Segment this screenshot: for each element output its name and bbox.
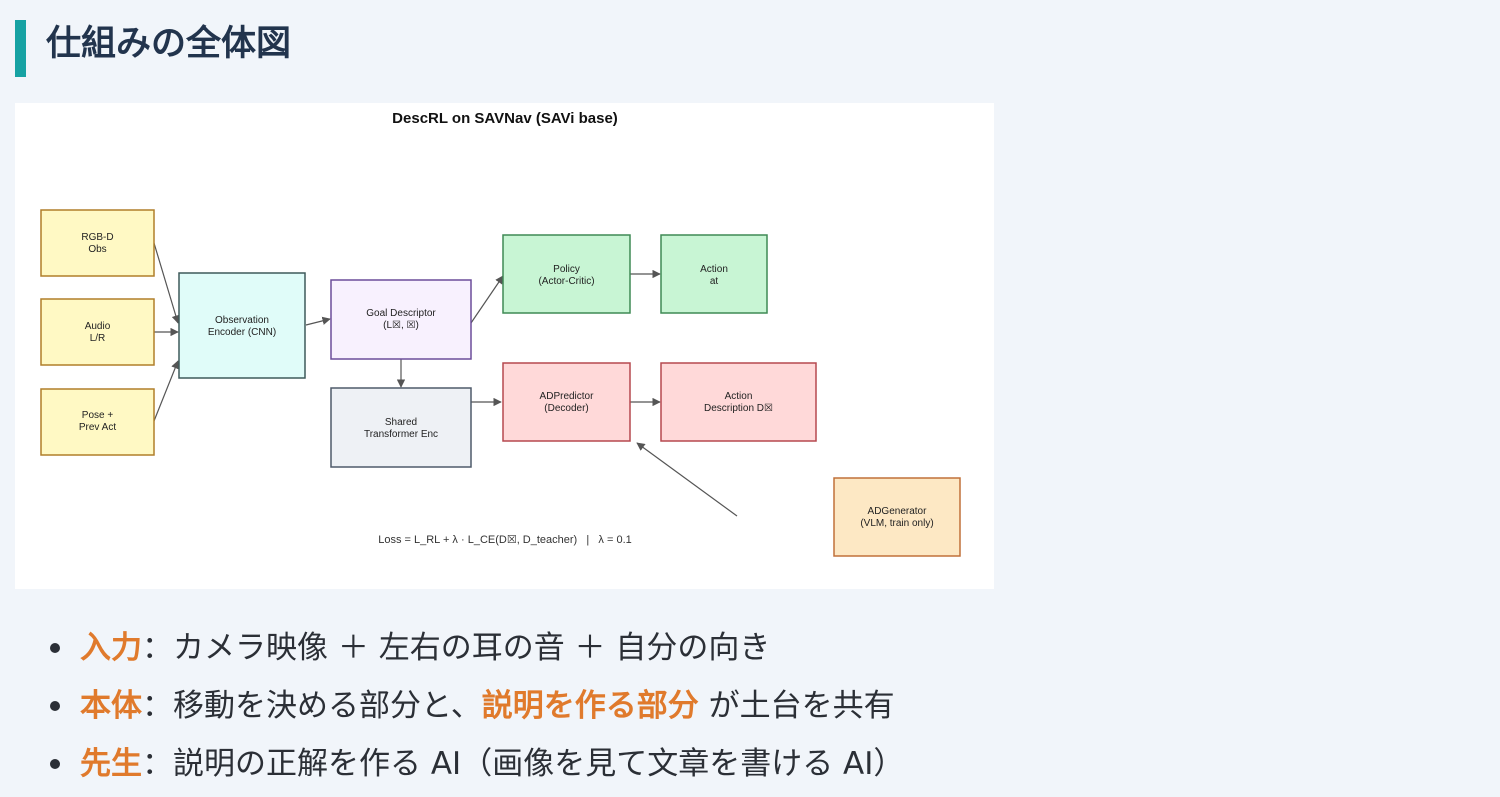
- node-shared: Shared Transformer Enc: [330, 387, 472, 468]
- node-adpredictor-sublabel: (Decoder): [544, 403, 588, 414]
- node-actiondesc-label: Action: [725, 391, 753, 402]
- bullet-item-input: 入力：カメラ映像 ＋ 左右の耳の音 ＋ 自分の向き: [50, 623, 904, 681]
- bullet-text: 説明の正解を作る AI（画像を見て文章を書ける AI）: [173, 746, 905, 782]
- node-action-sublabel: at: [710, 276, 719, 287]
- bullet-text: カメラ映像 ＋ 左右の耳の音 ＋ 自分の向き: [173, 630, 771, 666]
- architecture-diagram: DescRL on SAVNav (SAVi base) RGB-D Obs A…: [15, 103, 994, 589]
- diagram-canvas: DescRL on SAVNav (SAVi base) RGB-D Obs A…: [40, 110, 961, 557]
- node-encoder-label: Observation: [215, 315, 269, 326]
- node-audio-label: Audio: [85, 321, 111, 332]
- edge-goal-policy: [470, 275, 504, 324]
- node-goal-label: Goal Descriptor: [366, 308, 436, 319]
- node-adpredictor: ADPredictor (Decoder): [502, 362, 631, 442]
- bullet-term: 本体: [80, 688, 142, 724]
- node-action: Action at: [660, 234, 768, 314]
- bullet-separator: ：: [142, 688, 173, 724]
- node-actiondesc-sublabel: Description D☒: [704, 403, 773, 414]
- node-action-label: Action: [700, 264, 728, 275]
- node-policy-label: Policy: [553, 264, 580, 275]
- bullet-text: 移動を決める部分と、: [173, 688, 482, 724]
- node-adpredictor-label: ADPredictor: [540, 391, 595, 402]
- node-goal-sublabel: (L☒, ☒): [383, 320, 419, 331]
- edge-encoder-goal: [305, 316, 331, 326]
- node-adgenerator: ADGenerator (VLM, train only): [833, 477, 961, 557]
- node-goal: Goal Descriptor (L☒, ☒): [330, 279, 472, 360]
- diagram-title: DescRL on SAVNav (SAVi base): [392, 110, 618, 127]
- node-rgbd-sublabel: Obs: [88, 244, 106, 255]
- bullet-item-teacher: 先生：説明の正解を作る AI（画像を見て文章を書ける AI）: [50, 739, 904, 797]
- bullet-separator: ：: [142, 746, 173, 782]
- diagram-edges: [153, 242, 738, 517]
- node-encoder-sublabel: Encoder (CNN): [208, 327, 276, 338]
- node-actiondesc: Action Description D☒: [660, 362, 817, 442]
- bullet-dot: [50, 701, 60, 711]
- bullet-separator: ：: [142, 630, 173, 666]
- bullet-dot: [50, 643, 60, 653]
- bullet-term: 先生: [80, 746, 142, 782]
- node-rgbd: RGB-D Obs: [40, 209, 155, 277]
- node-pose-label: Pose +: [82, 410, 114, 421]
- node-pose: Pose + Prev Act: [40, 388, 155, 456]
- bullet-list: 入力：カメラ映像 ＋ 左右の耳の音 ＋ 自分の向き 本体：移動を決める部分と、説…: [50, 623, 904, 797]
- node-adgenerator-sublabel: (VLM, train only): [860, 518, 933, 529]
- node-audio: Audio L/R: [40, 298, 155, 366]
- node-encoder: Observation Encoder (CNN): [178, 272, 306, 379]
- edge-rgbd-encoder: [153, 242, 180, 324]
- loss-formula: Loss = L_RL + λ · L_CE(D☒, D_teacher) | …: [378, 534, 632, 546]
- bullet-item-body: 本体：移動を決める部分と、説明を作る部分 が土台を共有: [50, 681, 904, 739]
- node-shared-sublabel: Transformer Enc: [364, 429, 438, 440]
- page-title: 仕組みの全体図: [46, 24, 292, 64]
- heading-accent-bar: [15, 20, 26, 77]
- node-adgenerator-label: ADGenerator: [868, 506, 928, 517]
- node-policy-sublabel: (Actor-Critic): [538, 276, 594, 287]
- bullet-dot: [50, 759, 60, 769]
- node-shared-label: Shared: [385, 417, 417, 428]
- node-policy: Policy (Actor-Critic): [502, 234, 631, 314]
- node-pose-sublabel: Prev Act: [79, 422, 116, 433]
- edge-pose-encoder: [153, 360, 180, 422]
- bullet-emphasis: 説明を作る部分: [481, 688, 699, 724]
- bullet-tail: が土台を共有: [698, 688, 895, 724]
- bullet-term: 入力: [80, 630, 142, 666]
- edge-adgenerator-adpredictor: [636, 442, 738, 517]
- node-audio-sublabel: L/R: [90, 333, 106, 344]
- node-rgbd-label: RGB-D: [81, 232, 113, 243]
